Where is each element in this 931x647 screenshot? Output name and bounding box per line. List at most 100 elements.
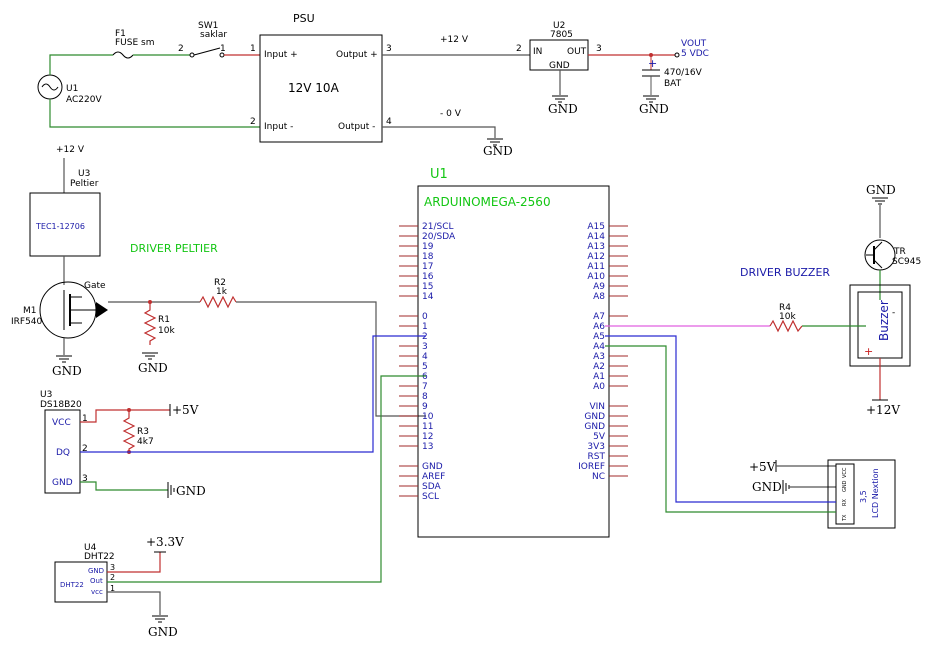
mega-pin-label: 1 bbox=[422, 322, 428, 332]
gnd-symbol-ds: GND bbox=[167, 482, 206, 498]
buzzer-supply: +12V bbox=[866, 403, 900, 417]
lcd-size: 3,5 bbox=[859, 490, 868, 503]
buzzer-title: DRIVER BUZZER bbox=[740, 266, 830, 279]
psu-pin1: 1 bbox=[250, 44, 256, 54]
mega-pin-label: 11 bbox=[422, 422, 433, 432]
psu: PSU Input + Input - Output + Output - 12… bbox=[250, 12, 392, 143]
mega-pin-label: A0 bbox=[593, 382, 605, 392]
mega-pin-label: AREF bbox=[422, 472, 445, 482]
mega-left-pins: 21/SCL20/SDA1918171615140123456789101112… bbox=[399, 222, 456, 502]
r2-ref: R2 bbox=[214, 278, 226, 288]
svg-text:GND: GND bbox=[176, 484, 206, 498]
mosfet-irf540: Gate M1 IRF540 bbox=[11, 281, 108, 339]
dht-gnd: GND bbox=[88, 567, 104, 575]
mega-pin-label: IOREF bbox=[578, 462, 605, 472]
wire-a5-lcd-rx bbox=[605, 335, 836, 503]
mega-pin-label: A8 bbox=[593, 292, 605, 302]
mega-pin-label: 7 bbox=[422, 382, 428, 392]
dht-pin2: 2 bbox=[110, 573, 115, 582]
peltier-supply: +12 V bbox=[56, 145, 85, 155]
gnd-symbol-mosfet: GND bbox=[52, 355, 82, 378]
psu-input-neg: Input - bbox=[264, 122, 293, 132]
fuse-value: FUSE sm bbox=[115, 38, 154, 48]
reg-in: IN bbox=[533, 47, 542, 57]
gnd-symbol-psu: GND bbox=[483, 138, 513, 158]
gnd-symbol-reg: GND bbox=[548, 95, 578, 116]
bat-name: BAT bbox=[664, 79, 682, 89]
ds-supply: +5V bbox=[172, 403, 199, 417]
dht-out: Out bbox=[90, 577, 103, 585]
wire-dht-out-pin6 bbox=[107, 375, 426, 583]
mosfet-value: IRF540 bbox=[11, 317, 43, 327]
psu-pin3: 3 bbox=[386, 44, 392, 54]
ds-ref: U3 bbox=[40, 390, 52, 400]
wire-ds-vcc bbox=[80, 409, 170, 423]
mega-pin-label: 4 bbox=[422, 352, 428, 362]
mega-pin-label: RST bbox=[588, 452, 606, 462]
mega-pin-label: GND bbox=[584, 412, 605, 422]
mega-pin-label: 5V bbox=[593, 432, 606, 442]
mega-pin-label: 9 bbox=[422, 402, 428, 412]
svg-text:RX: RX bbox=[842, 499, 848, 506]
mega-pin-label: 21/SCL bbox=[422, 222, 454, 232]
reg-out: OUT bbox=[567, 47, 587, 57]
net-0v: - 0 V bbox=[440, 109, 462, 119]
mega-pin-label: 3 bbox=[422, 342, 428, 352]
mega-pin-label: A2 bbox=[593, 362, 605, 372]
mega-pin-label: 6 bbox=[422, 372, 428, 382]
bat-plus: + bbox=[648, 57, 657, 70]
mega-pin-label: A6 bbox=[593, 322, 605, 332]
dht-pin3: 3 bbox=[110, 563, 115, 572]
mega-pin-label: A9 bbox=[593, 282, 605, 292]
r3-ref: R3 bbox=[137, 427, 149, 437]
r2-value: 1k bbox=[216, 287, 228, 297]
psu-output-neg: Output - bbox=[338, 122, 375, 132]
ds-pin1: 1 bbox=[82, 414, 88, 424]
peltier-ref: U3 bbox=[78, 169, 90, 179]
svg-text:GND: GND bbox=[52, 364, 82, 378]
switch: SW1 saklar 2 1 bbox=[178, 21, 227, 58]
mega-pin-label: 8 bbox=[422, 392, 428, 402]
arduino-mega bbox=[417, 185, 610, 538]
reg-pin2: 2 bbox=[516, 44, 522, 54]
svg-text:GND: GND bbox=[138, 361, 168, 375]
mega-pin-label: 0 bbox=[422, 312, 428, 322]
gnd-symbol-r1: GND bbox=[138, 352, 168, 375]
capacitor-bat: + 470/16V BAT bbox=[642, 55, 703, 95]
vout-label: VOUT bbox=[681, 39, 707, 49]
lcd-supply: +5V bbox=[749, 460, 776, 474]
lcd-connector bbox=[835, 463, 855, 525]
dht-ref: U4 bbox=[84, 543, 97, 553]
reg-pin3: 3 bbox=[596, 44, 602, 54]
mega-pin-label: 3V3 bbox=[587, 442, 605, 452]
wire-ds-dq-pin2 bbox=[80, 335, 426, 453]
transistor-sc945: TR SC945 bbox=[864, 239, 921, 271]
ac-source: U1 AC220V bbox=[37, 74, 102, 105]
tr-value: SC945 bbox=[892, 257, 921, 267]
mega-pin-label: 17 bbox=[422, 262, 433, 272]
dht-pin1: 1 bbox=[110, 584, 115, 593]
resistor-r1: R1 10k bbox=[143, 302, 175, 345]
mega-pin-label: A15 bbox=[587, 222, 605, 232]
wire-r2-pin10 bbox=[236, 301, 426, 417]
mega-pin-label: SDA bbox=[422, 482, 441, 492]
ds-vcc: VCC bbox=[52, 418, 71, 428]
ds-name: DS18B20 bbox=[40, 400, 82, 410]
mega-ref: U1 bbox=[430, 167, 448, 182]
svg-text:GND: GND bbox=[842, 480, 848, 492]
mega-pin-label: A13 bbox=[587, 242, 605, 252]
mega-pin-label: 10 bbox=[422, 412, 434, 422]
peltier-part: TEC1-12706 bbox=[35, 222, 85, 231]
fuse-ref: F1 bbox=[115, 29, 126, 39]
bat-value: 470/16V bbox=[664, 68, 703, 78]
peltier-name: Peltier bbox=[70, 179, 99, 189]
lcd-frame bbox=[827, 459, 896, 529]
mega-pin-label: A12 bbox=[587, 252, 605, 262]
psu-label: 12V 10A bbox=[288, 81, 340, 95]
mega-pin-label: 19 bbox=[422, 242, 434, 252]
mega-pin-label: A4 bbox=[593, 342, 605, 352]
peltier-title: DRIVER PELTIER bbox=[130, 242, 218, 255]
fuse: F1 FUSE sm bbox=[112, 29, 154, 59]
mega-pin-label: 13 bbox=[422, 442, 433, 452]
